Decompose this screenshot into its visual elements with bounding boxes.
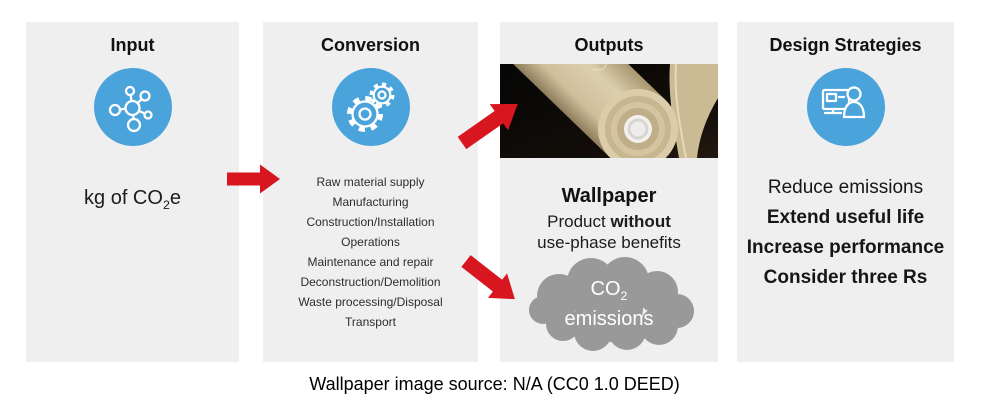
lifecycle-stage: Construction/Installation [306, 215, 435, 229]
panel-outputs: Outputs [500, 22, 718, 362]
panel-title-outputs: Outputs [574, 35, 644, 55]
image-source-caption: Wallpaper image source: N/A (CC0 1.0 DEE… [309, 374, 680, 394]
lifecycle-stage: Deconstruction/Demolition [300, 275, 441, 289]
strategy-item: Reduce emissions [767, 177, 924, 198]
product-desc-bold: without [610, 212, 671, 231]
strategy-item: Extend useful life [766, 207, 925, 228]
lifecycle-stage: Manufacturing [332, 195, 409, 209]
lifecycle-stage: Raw material supply [316, 175, 425, 189]
input-value: kg of CO2e [26, 187, 239, 212]
panel-title-conversion: Conversion [320, 35, 421, 55]
panel-title-design-strategies: Design Strategies [769, 35, 922, 55]
panel-title-input: Input [110, 35, 155, 55]
cloud-co2-sub: 2 [620, 289, 628, 303]
molecule-icon [93, 68, 172, 146]
gears-icon [331, 68, 410, 146]
co2-cloud [519, 254, 699, 354]
strategy-list: Reduce emissions Extend useful life Incr… [737, 173, 954, 293]
lifecycle-stage-list: Raw material supply Manufacturing Constr… [263, 172, 478, 332]
co2-cloud-label: CO2 emissions [500, 278, 718, 331]
input-value-sub: 2 [162, 198, 170, 212]
lifecycle-stage: Waste processing/Disposal [298, 295, 443, 309]
input-value-suffix: e [169, 187, 181, 209]
cloud-emissions: emissions [564, 308, 654, 330]
panel-conversion: Conversion Raw material supply Manufactu… [263, 22, 478, 362]
strategy-item: Increase performance [746, 237, 945, 258]
product-description: Product without use-phase benefits [500, 211, 718, 253]
lifecycle-stage: Transport [345, 315, 396, 329]
product-desc-prefix: Product [547, 212, 611, 231]
panel-design-strategies: Design Strategies Reduce emissions Exten… [737, 22, 954, 362]
input-value-prefix: kg of CO [84, 187, 163, 209]
lifecycle-stage: Maintenance and repair [307, 255, 434, 269]
panel-input: Input kg of CO2e [26, 22, 239, 362]
product-name: Wallpaper [561, 185, 657, 207]
lifecycle-stage: Operations [341, 235, 400, 249]
strategy-item: Consider three Rs [763, 267, 928, 288]
wallpaper-roll-photo [500, 64, 718, 158]
product-desc-line2: use-phase benefits [537, 233, 681, 252]
cloud-co2-main: CO [590, 278, 621, 300]
person-at-computer-icon [806, 68, 885, 146]
